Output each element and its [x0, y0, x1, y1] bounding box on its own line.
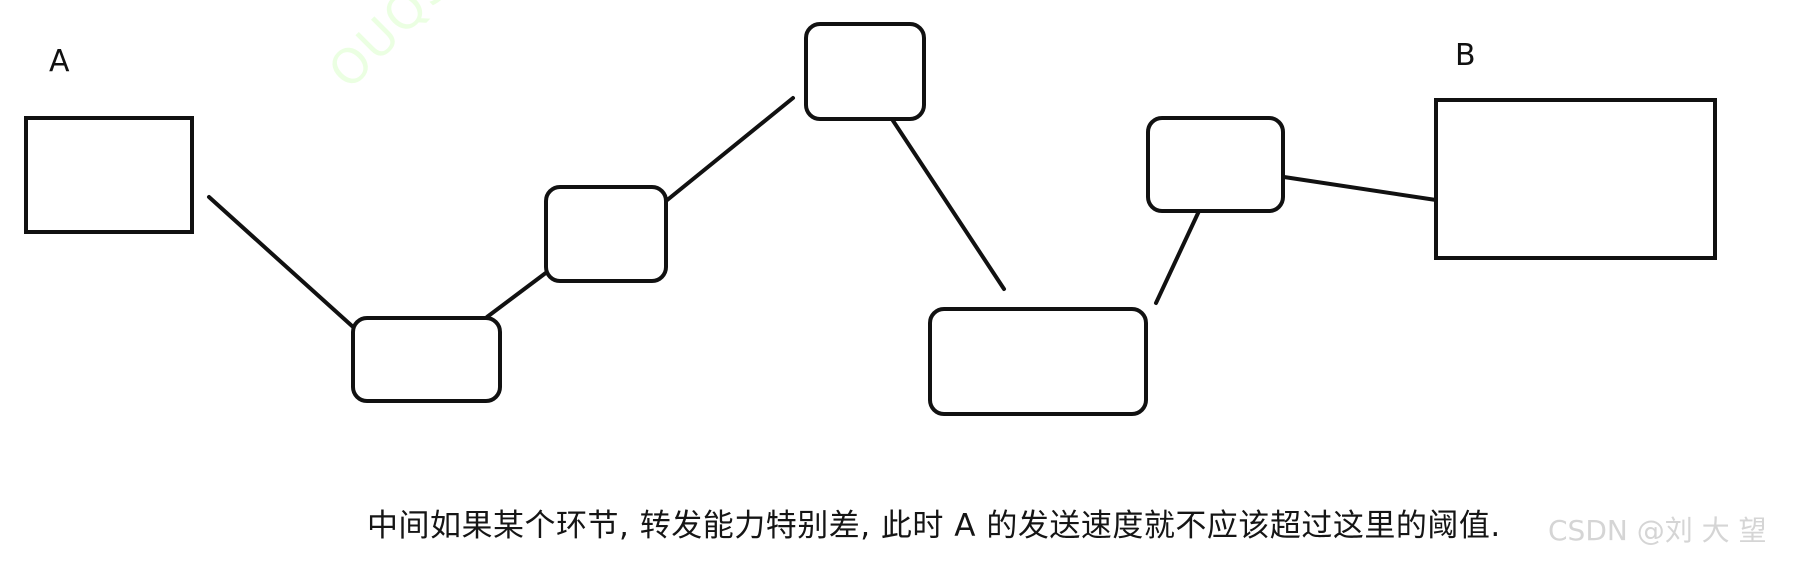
- nodes: [24, 22, 1717, 416]
- endpoint-a-box: [24, 116, 194, 234]
- csdn-watermark: CSDN @刘 大 望: [1548, 514, 1767, 547]
- link-node2-to-node3: [664, 96, 795, 203]
- explanation-caption: 中间如果某个环节, 转发能力特别差, 此时 A 的发送速度就不应该超过这里的阈值…: [367, 508, 1501, 544]
- endpoint-b-label: B: [1455, 38, 1476, 73]
- router-node-1: [351, 316, 502, 403]
- link-a-to-node1: [207, 195, 354, 328]
- router-node-5: [1146, 116, 1285, 213]
- endpoint-a-label: A: [49, 44, 70, 79]
- link-node4-to-node5: [1154, 209, 1201, 305]
- router-node-3: [804, 22, 926, 121]
- link-lines: [207, 96, 1438, 328]
- endpoint-b-box: [1434, 98, 1717, 260]
- link-node5-to-b: [1282, 175, 1438, 202]
- link-node3-to-node4: [882, 105, 1006, 291]
- link-node1-to-node2: [485, 270, 549, 319]
- router-node-2: [544, 185, 668, 283]
- router-node-4: [928, 307, 1148, 416]
